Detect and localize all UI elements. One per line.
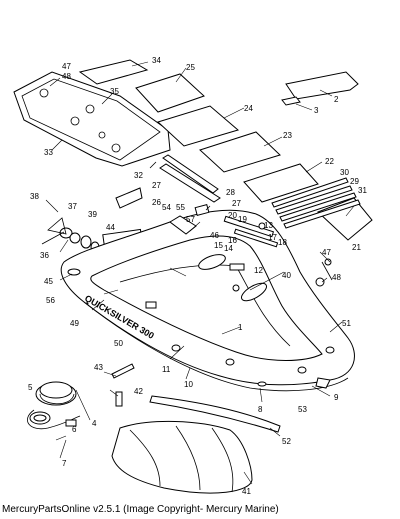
callout-16: 16 <box>228 236 237 245</box>
loose-parts-right <box>149 161 333 287</box>
callout-21: 21 <box>352 243 361 252</box>
callout-26: 26 <box>152 198 161 207</box>
callout-29: 29 <box>350 177 359 186</box>
callout-57: 57 <box>186 215 195 224</box>
callout-2: 2 <box>334 95 339 104</box>
callout-40: 40 <box>282 271 291 280</box>
callout-8: 8 <box>258 405 263 414</box>
callout-18: 18 <box>278 238 287 247</box>
inflatable-hull: QUICKSILVER 300 <box>60 209 355 392</box>
callout-7: 7 <box>62 459 67 468</box>
callout-43: 43 <box>94 363 103 372</box>
callout-46: 46 <box>210 231 219 240</box>
callout-44: 44 <box>106 223 115 232</box>
callout-56: 56 <box>46 296 55 305</box>
callout-47-right: 47 <box>322 248 331 257</box>
copyright-footer: MercuryPartsOnline v2.5.1 (Image Copyrig… <box>2 504 279 515</box>
leader-lines <box>45 61 355 485</box>
callout-25: 25 <box>186 63 195 72</box>
accessories <box>27 363 281 494</box>
callout-27a: 27 <box>152 181 161 190</box>
callout-11: 11 <box>162 365 171 374</box>
callout-6: 6 <box>72 425 77 434</box>
callout-31: 31 <box>358 186 367 195</box>
callout-54: 54 <box>162 203 171 212</box>
callout-53: 53 <box>298 405 307 414</box>
callout-12: 12 <box>254 266 263 275</box>
callout-38: 38 <box>30 192 39 201</box>
callout-28: 28 <box>226 188 235 197</box>
callout-39: 39 <box>88 210 97 219</box>
callout-13: 13 <box>264 221 273 230</box>
callout-5: 5 <box>28 383 33 392</box>
callout-35: 35 <box>110 87 119 96</box>
callout-55: 55 <box>176 203 185 212</box>
callout-41: 41 <box>242 487 251 496</box>
callout-30: 30 <box>340 168 349 177</box>
callout-37: 37 <box>68 202 77 211</box>
callout-3: 3 <box>314 106 319 115</box>
callout-10: 10 <box>184 380 193 389</box>
callout-36: 36 <box>40 251 49 260</box>
callout-14: 14 <box>224 244 233 253</box>
callout-42: 42 <box>134 387 143 396</box>
callout-4: 4 <box>92 419 97 428</box>
callout-23: 23 <box>283 131 292 140</box>
callout-49: 49 <box>70 319 79 328</box>
callout-1: 1 <box>238 323 243 332</box>
callout-33: 33 <box>44 148 53 157</box>
callout-45: 45 <box>44 277 53 286</box>
callout-22: 22 <box>325 157 334 166</box>
callout-27b: 27 <box>232 199 241 208</box>
callout-51: 51 <box>342 319 351 328</box>
callout-20: 20 <box>228 211 237 220</box>
callout-9: 9 <box>334 393 339 402</box>
callout-19: 19 <box>238 215 247 224</box>
callout-17: 17 <box>268 233 277 242</box>
callout-15: 15 <box>214 241 223 250</box>
callout-48-right: 48 <box>332 273 341 282</box>
callout-48-top: 48 <box>62 72 71 81</box>
callout-34: 34 <box>152 56 161 65</box>
callout-47-top: 47 <box>62 62 71 71</box>
callout-50: 50 <box>114 339 123 348</box>
boards <box>78 59 373 241</box>
callouts: 34 25 24 23 22 30 29 31 21 2 3 47 48 35 … <box>28 56 367 496</box>
rails <box>159 154 361 229</box>
callout-52: 52 <box>282 437 291 446</box>
floor-mat <box>13 71 171 167</box>
callout-32: 32 <box>134 171 143 180</box>
callout-24: 24 <box>244 104 253 113</box>
